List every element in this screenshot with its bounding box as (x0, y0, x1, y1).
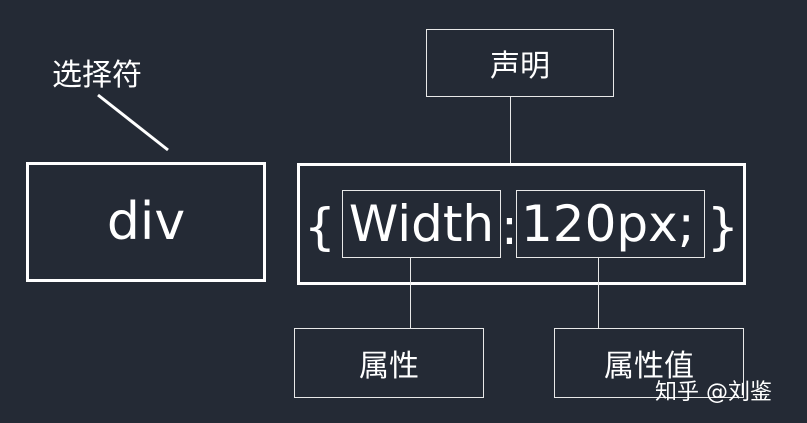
selector-box: div (26, 162, 266, 282)
selector-label: 选择符 (52, 58, 142, 93)
declaration-connector (510, 97, 511, 163)
property-label-box: 属性 (294, 328, 484, 398)
value-label-box: 属性值 (554, 328, 744, 398)
property-value: 120px; (521, 195, 695, 253)
open-brace: { (304, 198, 336, 256)
selector-pointer-line (97, 93, 169, 152)
close-brace: } (707, 198, 739, 256)
property-highlight-box: Width (342, 190, 501, 258)
watermark: 知乎 @刘鉴 (655, 380, 772, 405)
declaration-label: 声明 (490, 49, 550, 84)
value-highlight-box: 120px; (516, 190, 705, 258)
selector-value: div (106, 192, 186, 252)
value-label: 属性值 (604, 349, 694, 384)
colon: : (501, 198, 518, 256)
declaration-label-box: 声明 (426, 29, 614, 97)
property-name: Width (348, 195, 495, 253)
property-label: 属性 (359, 349, 419, 384)
value-connector (598, 258, 599, 328)
declaration-block (297, 163, 746, 285)
property-connector (410, 258, 411, 328)
